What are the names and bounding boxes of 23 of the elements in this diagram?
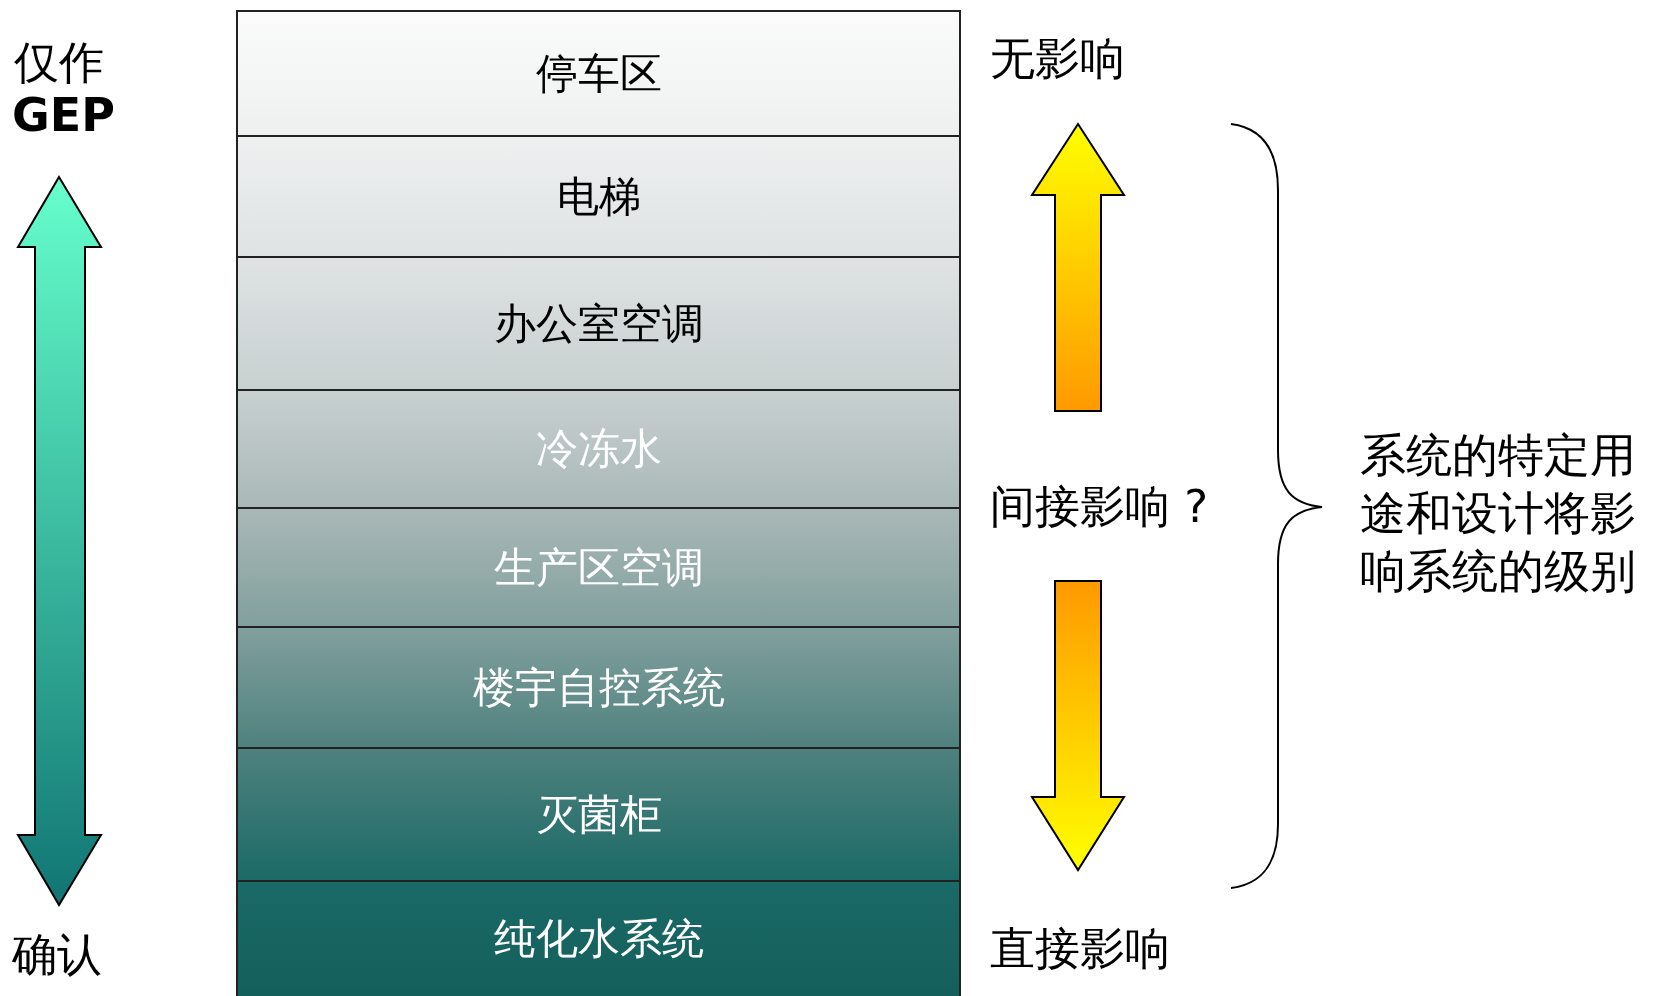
layer-band	[236, 626, 961, 747]
impact-label: 无影响	[990, 36, 1125, 81]
layer-label: 冷冻水	[535, 423, 662, 475]
impact-label: 间接影响 ?	[990, 484, 1209, 529]
impact-label: 直接影响	[990, 926, 1170, 971]
layer-label: 办公室空调	[493, 297, 704, 350]
layer-label: 纯化水系统	[493, 913, 704, 965]
axis-label: GEP	[12, 92, 115, 138]
note-text: 系统的特定用途和设计将影响系统的级别	[1360, 427, 1637, 600]
layer-label: 停车区	[535, 47, 662, 100]
axis-label: 仅作	[14, 40, 104, 85]
layer-band	[236, 135, 961, 256]
layer-band	[236, 256, 961, 389]
layer-label: 电梯	[556, 170, 641, 223]
layer-label: 生产区空调	[493, 541, 704, 594]
layer-band	[236, 507, 961, 626]
axis-label: 确认	[12, 932, 102, 977]
layer-band	[236, 389, 961, 507]
layer-label: 楼宇自控系统	[472, 661, 725, 714]
layer-band	[236, 10, 961, 135]
layer-band	[236, 880, 961, 996]
layer-label: 灭菌柜	[535, 788, 662, 841]
layer-band	[236, 747, 961, 880]
